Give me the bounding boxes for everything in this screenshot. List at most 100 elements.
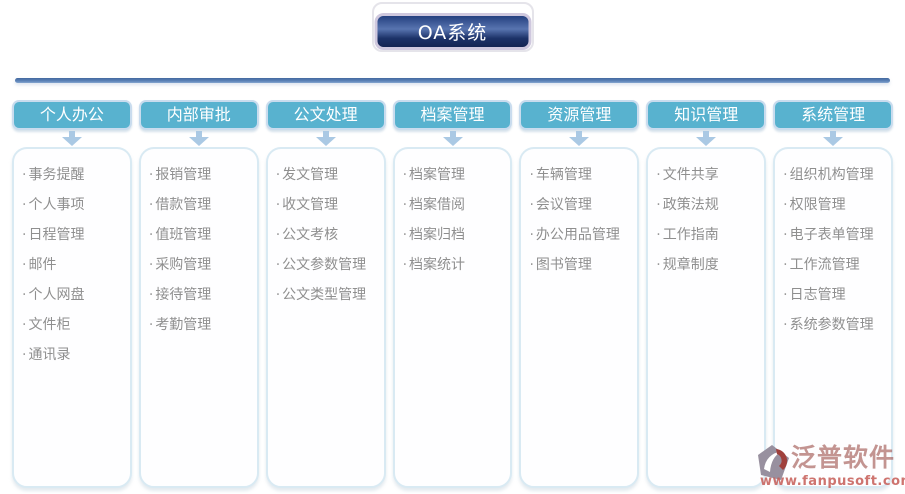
menu-item: ·日志管理 [783,280,889,310]
menu-item-label: 接待管理 [155,287,212,303]
menu-item-label: 车辆管理 [535,167,592,183]
menu-item-label: 采购管理 [155,257,212,273]
brand-url: www.fanpusoft.com [760,474,905,489]
bullet-dot: · [783,227,788,243]
menu-item-label: 借款管理 [155,197,212,213]
menu-item: ·借款管理 [149,190,255,220]
bullet-dot: · [148,317,154,333]
bullet-dot: · [22,197,27,213]
menu-item-label: 工作指南 [662,227,719,243]
column-body: ·发文管理 ·收文管理 ·公文考核 ·公文参数管理 ·公文类型管理 [265,147,386,488]
menu-item: ·日程管理 [22,220,128,250]
bullet-dot: · [22,317,27,333]
menu-item: ·图书管理 [529,250,635,280]
bullet-dot: · [402,257,408,273]
menu-item-label: 工作流管理 [789,257,860,273]
menu-item-label: 办公用品管理 [535,227,620,243]
menu-item: ·通讯录 [22,340,128,370]
arrow-down-icon [12,130,132,147]
menu-item: ·值班管理 [149,220,255,250]
bullet-dot: · [275,287,281,303]
bullet-dot: · [148,227,154,243]
bullet-dot: · [656,197,661,213]
divider-line [15,78,890,83]
column-header: 个人办公 [12,100,132,130]
bullet-dot: · [275,257,281,273]
column-body: ·报销管理 ·借款管理 ·值班管理 ·采购管理 ·接待管理 ·考勤管理 [138,147,259,488]
menu-item: ·权限管理 [783,190,889,220]
menu-item-label: 发文管理 [282,167,339,183]
menu-item: ·收文管理 [276,190,382,220]
menu-item: ·电子表单管理 [783,220,889,250]
arrow-down-icon [773,130,893,147]
menu-item: ·采购管理 [149,250,255,280]
menu-item: ·办公用品管理 [529,220,635,250]
menu-item: ·车辆管理 [529,160,635,190]
bullet-dot: · [22,347,27,363]
brand-name: 泛普软件 [791,443,896,472]
menu-item: ·考勤管理 [149,310,255,340]
menu-item-label: 档案归档 [409,227,466,243]
bullet-dot: · [529,197,534,213]
module-column: 公文处理 ·发文管理 ·收文管理 ·公文考核 ·公文参数管理 ·公文类型管理 [265,100,386,488]
column-body: ·档案管理 ·档案借阅 ·档案归档 ·档案统计 [392,147,513,488]
column-body: ·文件共享 ·政策法规 ·工作指南 ·规章制度 [646,147,767,488]
menu-item-label: 公文考核 [282,227,339,243]
menu-item-label: 日志管理 [789,287,846,303]
menu-item: ·档案借阅 [403,190,509,220]
arrow-down-icon [393,130,513,147]
bullet-dot: · [783,197,788,213]
menu-item-label: 值班管理 [155,227,212,243]
menu-item-label: 档案统计 [409,257,466,273]
menu-item: ·档案归档 [403,220,509,250]
menu-item: ·邮件 [22,250,128,280]
bullet-dot: · [275,167,281,183]
column-header: 公文处理 [265,100,386,130]
page-title: OA系统 [374,13,531,50]
bullet-dot: · [275,197,281,213]
menu-item-label: 会议管理 [535,197,592,213]
bullet-dot: · [402,197,408,213]
bullet-dot: · [275,227,281,243]
bullet-dot: · [783,257,788,273]
arrow-down-icon [519,130,639,147]
bullet-dot: · [148,167,154,183]
bullet-dot: · [148,287,154,303]
menu-item-label: 图书管理 [535,257,592,273]
menu-item-label: 文件共享 [662,167,719,183]
arrow-down-icon [646,130,766,147]
menu-item-label: 规章制度 [662,257,719,273]
menu-item: ·公文类型管理 [276,280,382,310]
menu-item: ·发文管理 [276,160,382,190]
menu-item: ·会议管理 [529,190,635,220]
column-header: 内部审批 [138,100,259,130]
menu-item-label: 权限管理 [789,197,846,213]
menu-item: ·工作流管理 [783,250,889,280]
bullet-dot: · [22,287,27,303]
menu-item: ·公文参数管理 [276,250,382,280]
menu-item-label: 邮件 [28,257,57,273]
column-header: 资源管理 [519,100,640,130]
column-header: 系统管理 [773,100,894,130]
module-column: 档案管理 ·档案管理 ·档案借阅 ·档案归档 ·档案统计 [392,100,513,488]
menu-item-label: 档案管理 [409,167,466,183]
module-column: 知识管理 ·文件共享 ·政策法规 ·工作指南 ·规章制度 [646,100,767,488]
column-body: ·组织机构管理 ·权限管理 ·电子表单管理 ·工作流管理 ·日志管理 ·系统参数… [773,147,894,488]
bullet-dot: · [656,167,661,183]
columns-container: 个人办公 ·事务提醒 ·个人事项 ·日程管理 ·邮件 ·个人网盘 ·文件柜 ·通… [12,100,894,488]
menu-item-label: 电子表单管理 [789,227,874,243]
menu-item: ·接待管理 [149,280,255,310]
bullet-dot: · [529,227,534,243]
module-column: 个人办公 ·事务提醒 ·个人事项 ·日程管理 ·邮件 ·个人网盘 ·文件柜 ·通… [12,100,132,488]
column-header: 知识管理 [646,100,767,130]
bullet-dot: · [529,257,534,273]
menu-item: ·公文考核 [276,220,382,250]
menu-item-label: 公文类型管理 [282,287,367,303]
menu-item-label: 通讯录 [28,347,71,363]
module-column: 系统管理 ·组织机构管理 ·权限管理 ·电子表单管理 ·工作流管理 ·日志管理 … [773,100,894,488]
bullet-dot: · [402,167,408,183]
menu-item: ·档案统计 [403,250,509,280]
bullet-dot: · [656,257,661,273]
fanpu-logo-icon [758,445,789,480]
menu-item-label: 考勤管理 [155,317,212,333]
